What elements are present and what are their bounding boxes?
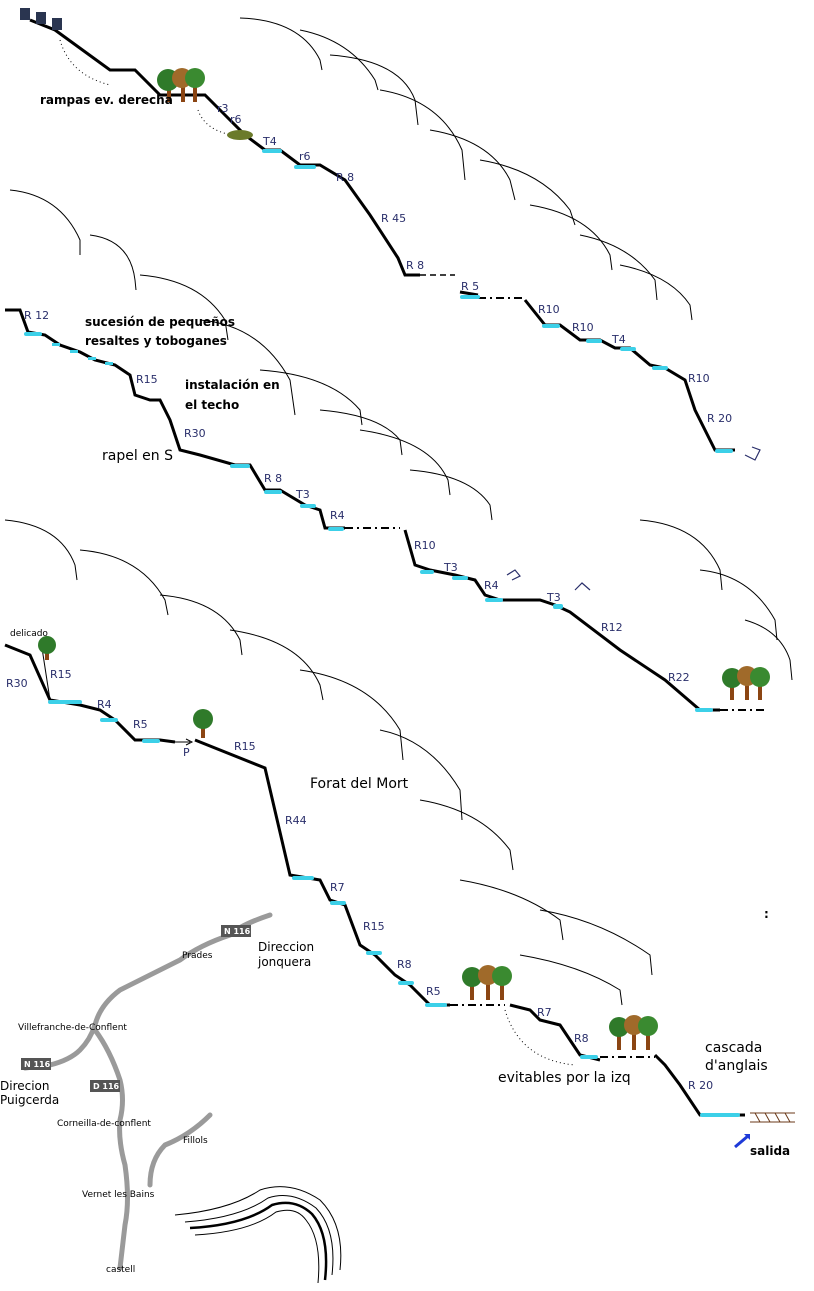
tree-group-evitables	[462, 965, 512, 1000]
sucesion-note: sucesión de pequeños	[85, 315, 235, 329]
direccion-label: Direccion	[258, 940, 314, 954]
profile-row-2	[5, 308, 765, 712]
tree-group-1	[157, 68, 205, 102]
tree-group-cascada	[609, 1015, 658, 1050]
rappel-label: R 8	[336, 171, 354, 184]
rappel-label: R12	[601, 621, 623, 634]
rampas-note: rampas ev. derecha	[40, 93, 173, 107]
rappel-label: r3	[217, 102, 229, 115]
rappel-label: R 12	[24, 309, 49, 322]
rappel-label: T4	[611, 333, 626, 346]
rappel-label: R 8	[406, 259, 424, 272]
rappel-label: R8	[574, 1032, 589, 1045]
map-roads	[22, 912, 273, 1271]
rappel-label: R 8	[264, 472, 282, 485]
instalacion-note: el techo	[185, 398, 239, 412]
vernet-label: Vernet les Bains	[82, 1190, 155, 1200]
cascada-note: cascada	[705, 1040, 762, 1056]
evitables-note: evitables por la izq	[498, 1070, 631, 1086]
rappel-label: R10	[414, 539, 436, 552]
rappel-label: R15	[363, 920, 385, 933]
rapel-note: rapel en S	[102, 448, 173, 464]
rappel-label: R5	[426, 985, 441, 998]
rappel-label: R7	[537, 1006, 552, 1019]
delicado-note: delicado	[10, 629, 48, 639]
cascada-note: d'anglais	[705, 1058, 768, 1074]
pools-row-1	[262, 149, 733, 453]
road-sign: N 116	[21, 1058, 51, 1070]
escape-arrow-icons	[506, 446, 761, 591]
rappel-label: R15	[136, 373, 158, 386]
road-sign: D 116	[90, 1080, 120, 1092]
contour-arcs	[4, 17, 793, 1006]
direcion-label: Puigcerda	[0, 1093, 59, 1107]
road-sign: N 116	[221, 925, 251, 937]
rappel-label: R15	[234, 740, 256, 753]
forat-note: Forat del Mort	[310, 776, 409, 792]
rappel-label: R10	[688, 372, 710, 385]
access-map: Direccion jonquera Prades Villefranche-d…	[0, 912, 342, 1284]
tree-p	[193, 709, 213, 738]
rappel-label: R30	[6, 677, 28, 690]
castell-label: castell	[106, 1265, 135, 1275]
tree-group-row2-end	[722, 666, 770, 700]
colon-mark: :	[764, 907, 769, 921]
instalacion-note: instalación en	[185, 378, 280, 392]
rappel-label: T3	[443, 561, 458, 574]
rappel-label: T4	[262, 135, 277, 148]
canyon-sketch	[174, 1186, 342, 1284]
shrub-row-1	[227, 130, 253, 140]
salida-note: salida	[750, 1144, 790, 1158]
villefranche-label: Villefranche-de-Conflent	[18, 1023, 127, 1033]
rappel-label: R15	[50, 668, 72, 681]
rappel-label: R4	[330, 509, 345, 522]
rappel-label: P	[183, 746, 190, 759]
row-1-labels: r3 r6 T4 r6 R 8 R 45 R 8 R 5 R10 R10 T4 …	[217, 102, 732, 425]
annotations: rampas ev. derecha sucesión de pequeños …	[10, 93, 790, 1158]
row-2-labels: R 12 R15 R30 R 8 T3 R4 R10 T3 R4 T3 R12 …	[24, 309, 690, 684]
fillols-label: Fillols	[183, 1136, 208, 1146]
rappel-label: R7	[330, 881, 345, 894]
direccion-label: jonquera	[257, 955, 311, 969]
rappel-label: R 45	[381, 212, 406, 225]
rappel-label: R10	[572, 321, 594, 334]
rappel-label: R4	[484, 579, 499, 592]
rappel-label: R 20	[707, 412, 732, 425]
rappel-label: R44	[285, 814, 307, 827]
rappel-label: R5	[133, 718, 148, 731]
salida-arrow-icon	[734, 1134, 750, 1149]
direcion-label: Direcion	[0, 1079, 50, 1093]
corneilla-label: Corneilla-de-conflent	[57, 1119, 151, 1129]
fence-icon	[750, 1112, 795, 1123]
rappel-label: R4	[97, 698, 112, 711]
rappel-label: T3	[546, 591, 561, 604]
pools-row-2	[24, 332, 713, 712]
rappel-label: r6	[230, 113, 242, 126]
svg-text:D 116: D 116	[93, 1082, 120, 1091]
car-icons	[20, 8, 62, 30]
pools-row-3	[48, 700, 740, 1117]
rappel-label: R10	[538, 303, 560, 316]
rappel-label: R 20	[688, 1079, 713, 1092]
rappel-label: R30	[184, 427, 206, 440]
sucesion-note: resaltes y toboganes	[85, 334, 227, 348]
svg-text:N 116: N 116	[24, 1060, 51, 1069]
rappel-label: R8	[397, 958, 412, 971]
rappel-label: T3	[295, 488, 310, 501]
tree-delicado	[38, 636, 56, 660]
rappel-label: R 5	[461, 280, 479, 293]
rappel-label: R22	[668, 671, 690, 684]
row-3-labels: R30 R15 R4 R5 P R15 R44 R7 R15 R8 R5 R7 …	[6, 668, 713, 1092]
rappel-label: r6	[299, 150, 311, 163]
prades-label: Prades	[182, 951, 213, 961]
svg-text:N 116: N 116	[224, 927, 251, 936]
